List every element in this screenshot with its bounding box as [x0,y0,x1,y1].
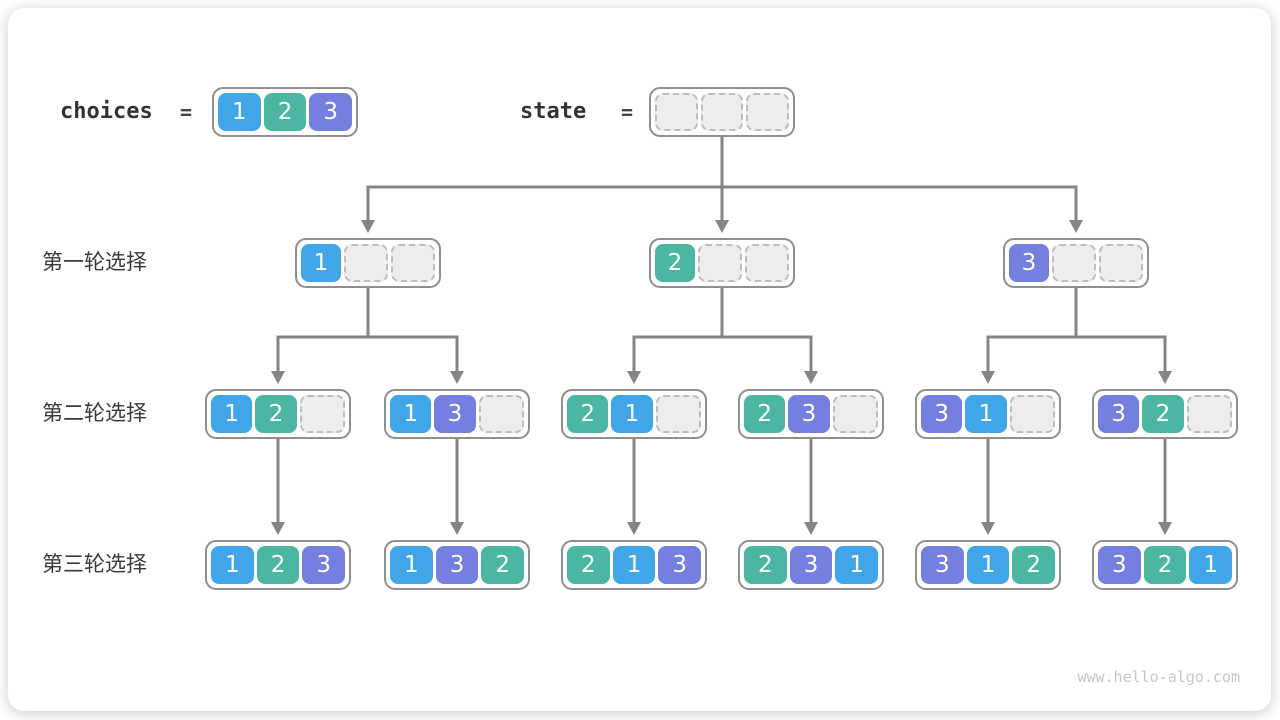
cell-empty [655,395,701,433]
row-label-round-2: 第二轮选择 [42,402,147,425]
cell-value-1: 1 [612,546,656,584]
cell-value-2: 2 [263,93,307,131]
state-equals-sign: = [621,100,634,124]
cell-empty [746,93,790,131]
cell-value-3: 3 [658,546,702,584]
cell-value-2: 2 [567,546,610,584]
figure-card [8,8,1271,711]
state-label: state [520,99,587,124]
choices-equals-sign: = [180,100,193,124]
cell-empty [391,244,435,282]
choices-label: choices [60,99,153,124]
cell-value-1: 1 [966,546,1010,584]
cell-value-2: 2 [255,395,297,433]
cell-value-1: 1 [611,395,653,433]
cell-empty [832,395,878,433]
cell-value-2: 2 [744,546,787,584]
state-box-round1-2: 2 [649,238,795,288]
state-box [649,87,795,137]
cell-empty [1099,244,1143,282]
cell-value-3: 3 [921,546,964,584]
cell-value-3: 3 [309,93,353,131]
cell-value-1: 1 [390,546,433,584]
state-box-round1-1: 1 [295,238,441,288]
row-label-round-1: 第一轮选择 [42,251,147,274]
cell-value-1: 1 [835,546,879,584]
cell-empty [698,244,742,282]
row-label-round-3: 第三轮选择 [42,553,147,576]
cell-value-3: 3 [1009,244,1049,282]
cell-value-3: 3 [302,546,346,584]
cell-empty [745,244,789,282]
cell-value-2: 2 [744,395,786,433]
cell-value-1: 1 [390,395,432,433]
cell-empty [700,93,744,131]
cell-value-3: 3 [788,395,830,433]
cell-value-1: 1 [301,244,341,282]
cell-value-2: 2 [567,395,609,433]
cell-value-1: 1 [965,395,1007,433]
cell-value-2: 2 [655,244,695,282]
watermark: www.hello-algo.com [1077,668,1240,686]
cell-empty [1009,395,1055,433]
cell-empty [478,395,524,433]
cell-value-1: 1 [1189,546,1233,584]
cell-value-2: 2 [256,546,300,584]
cell-empty [1052,244,1096,282]
cell-value-3: 3 [1098,546,1141,584]
cell-value-2: 2 [481,546,525,584]
cell-value-2: 2 [1143,546,1187,584]
cell-value-3: 3 [1098,395,1140,433]
cell-value-3: 3 [789,546,833,584]
cell-value-2: 2 [1012,546,1056,584]
cell-value-3: 3 [434,395,476,433]
cell-value-1: 1 [218,93,261,131]
cell-value-3: 3 [435,546,479,584]
cell-empty [299,395,345,433]
cell-empty [655,93,698,131]
state-box-round1-3: 3 [1003,238,1149,288]
cell-value-3: 3 [921,395,963,433]
cell-value-1: 1 [211,395,253,433]
cell-empty [1186,395,1232,433]
cell-value-2: 2 [1142,395,1184,433]
cell-empty [344,244,388,282]
cell-value-1: 1 [211,546,254,584]
